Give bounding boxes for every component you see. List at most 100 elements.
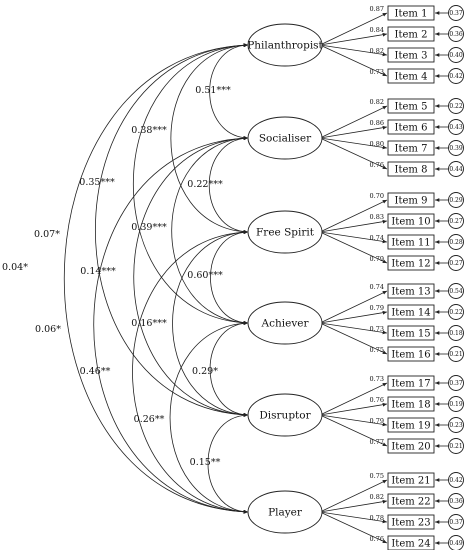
- loading-path-item-2: [319, 32, 388, 46]
- error-value-item-16: 0.21: [449, 351, 462, 358]
- error-value-item-1: 0.37: [449, 10, 463, 17]
- factor-ellipse-philanthropist: [247, 23, 323, 67]
- loading-value-item-10: 0.83: [370, 213, 384, 221]
- error-value-item-19: 0.23: [449, 422, 463, 429]
- loading-value-item-5: 0.82: [370, 98, 384, 106]
- error-value-item-24: 0.49: [449, 540, 463, 547]
- loading-path-item-5: [319, 105, 388, 139]
- correlation-value-philanthropist-achiever: 0.35***: [79, 177, 115, 188]
- item-label-item-22: Item 22: [391, 497, 430, 508]
- error-circle-item-10: [448, 213, 464, 229]
- item-box-item-5: [387, 98, 435, 114]
- error-circle-item-20: [448, 438, 464, 454]
- correlation-value-philanthropist-free-spirit: 0.38***: [131, 125, 167, 136]
- factor-ellipse-player: [247, 490, 323, 534]
- item-box-item-22: [387, 493, 435, 509]
- correlation-value-socialiser-player: 0.06*: [35, 324, 61, 335]
- loading-value-item-6: 0.86: [370, 119, 384, 127]
- loading-value-item-22: 0.82: [370, 493, 384, 501]
- loading-path-item-11: [319, 231, 388, 244]
- item-label-item-24: Item 24: [391, 539, 430, 550]
- loading-value-item-20: 0.77: [370, 438, 384, 446]
- error-value-item-7: 0.39: [449, 145, 463, 152]
- correlation-value-socialiser-free-spirit: 0.22***: [187, 179, 223, 190]
- item-box-item-23: [387, 514, 435, 530]
- item-box-item-16: [387, 346, 435, 362]
- factor-label-player: Player: [268, 507, 303, 519]
- factor-socialiser: Socialiser: [247, 116, 323, 160]
- error-circle-item-9: [448, 192, 464, 208]
- item-box-item-1: [387, 5, 435, 21]
- loading-path-item-23: [319, 511, 388, 524]
- loading-value-item-15: 0.73: [370, 325, 384, 333]
- factor-player: Player: [247, 490, 323, 534]
- correlation-value-achiever-player: 0.26**: [134, 414, 165, 425]
- correlation-value-free-spirit-player: 0.46**: [80, 366, 111, 377]
- item-label-item-1: Item 1: [395, 9, 428, 20]
- error-value-item-18: 0.19: [449, 401, 463, 408]
- factor-label-disruptor: Disruptor: [259, 410, 311, 422]
- correlation-arc-philanthropist-socialiser: [209, 43, 249, 140]
- loading-value-item-2: 0.84: [370, 26, 384, 34]
- loading-path-item-3: [319, 44, 388, 57]
- factor-disruptor: Disruptor: [247, 393, 323, 437]
- item-label-item-7: Item 7: [395, 144, 428, 155]
- loading-value-item-3: 0.82: [370, 47, 384, 55]
- correlation-arc-philanthropist-player: [64, 43, 249, 514]
- error-value-item-6: 0.43: [449, 124, 463, 131]
- item-box-item-15: [387, 325, 435, 341]
- error-circle-item-4: [448, 68, 464, 84]
- factor-ellipse-disruptor: [247, 393, 323, 437]
- correlation-arc-disruptor-player: [207, 413, 249, 514]
- error-value-item-5: 0.22: [449, 103, 463, 110]
- correlation-arc-free-spirit-achiever: [210, 230, 249, 325]
- loading-value-item-19: 0.79: [370, 417, 384, 425]
- error-value-item-10: 0.27: [449, 218, 463, 225]
- error-circle-item-3: [448, 47, 464, 63]
- item-box-item-18: [387, 396, 435, 412]
- item-label-item-18: Item 18: [391, 400, 430, 411]
- correlation-value-disruptor-player: 0.15**: [190, 457, 221, 468]
- correlation-value-philanthropist-disruptor: 0.07*: [34, 229, 60, 240]
- item-box-item-13: [387, 283, 435, 299]
- loading-path-item-9: [319, 199, 388, 233]
- loading-path-item-6: [319, 125, 388, 139]
- error-circle-item-23: [448, 514, 464, 530]
- item-label-item-14: Item 14: [391, 308, 430, 319]
- correlation-arc-philanthropist-disruptor: [94, 43, 249, 417]
- error-circle-item-6: [448, 119, 464, 135]
- item-box-item-4: [387, 68, 435, 84]
- loading-value-item-1: 0.87: [370, 5, 384, 13]
- item-label-item-10: Item 10: [391, 217, 430, 228]
- item-box-item-24: [387, 535, 435, 550]
- loading-value-item-12: 0.79: [370, 255, 384, 263]
- correlation-value-socialiser-achiever: 0.39***: [131, 222, 167, 233]
- loading-value-item-11: 0.74: [370, 234, 384, 242]
- correlation-value-free-spirit-achiever: 0.60***: [187, 270, 223, 281]
- loading-value-item-24: 0.76: [370, 535, 384, 543]
- error-circle-item-18: [448, 396, 464, 412]
- loading-path-item-24: [319, 511, 388, 544]
- error-circle-item-11: [448, 234, 464, 250]
- item-box-item-9: [387, 192, 435, 208]
- factor-label-achiever: Achiever: [261, 318, 310, 330]
- loading-value-item-16: 0.75: [370, 346, 384, 354]
- item-label-item-20: Item 20: [391, 442, 430, 453]
- error-value-item-15: 0.18: [449, 330, 463, 337]
- error-value-item-13: 0.54: [449, 288, 463, 295]
- error-value-item-2: 0.36: [449, 31, 463, 38]
- error-circle-item-19: [448, 417, 464, 433]
- error-circle-item-24: [448, 535, 464, 550]
- item-box-item-10: [387, 213, 435, 229]
